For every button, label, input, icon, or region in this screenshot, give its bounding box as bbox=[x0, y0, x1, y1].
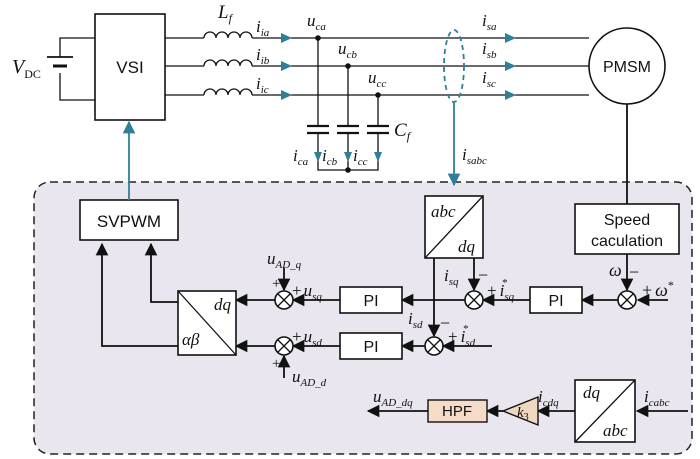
abc-dq-capacitor-transform bbox=[574, 379, 636, 443]
isdref-label: +isd* bbox=[448, 323, 476, 349]
ia-label: iia bbox=[256, 17, 270, 39]
inductor-a bbox=[203, 31, 253, 39]
omega-ref-label: +ω* bbox=[642, 278, 674, 300]
icabc-label: icabc bbox=[644, 387, 670, 409]
speed-label-1: Speed bbox=[604, 212, 650, 229]
abc-top-label: abc bbox=[431, 202, 456, 221]
ucb-label: ucb bbox=[338, 39, 357, 61]
hpf-label: HPF bbox=[442, 403, 472, 420]
svpwm-label: SVPWM bbox=[97, 212, 161, 231]
dq-alphabeta-transform bbox=[177, 290, 237, 356]
usq-label: +usq bbox=[292, 281, 322, 303]
ic-label: iic bbox=[256, 74, 269, 96]
isq-label: isq bbox=[444, 266, 459, 288]
k3-label: k3 bbox=[517, 405, 529, 423]
isc-label: isc bbox=[482, 68, 496, 90]
icc-label: icc bbox=[353, 146, 368, 168]
lf-label: Lf bbox=[217, 2, 234, 25]
inductor-b bbox=[203, 59, 253, 67]
icdq-label: icdq bbox=[538, 387, 559, 409]
dq-label: dq bbox=[214, 295, 232, 314]
dq-top-label: dq bbox=[583, 383, 601, 402]
ica-label: ica bbox=[293, 146, 309, 168]
omega-label: ω bbox=[609, 260, 622, 280]
speed-calc-block bbox=[574, 203, 680, 255]
omega-minus: − bbox=[629, 262, 639, 282]
control-region bbox=[33, 181, 693, 455]
speed-label-2: caculation bbox=[591, 233, 663, 250]
uaddq-label: uAD_dq bbox=[373, 387, 413, 409]
vsi-block bbox=[94, 13, 166, 121]
capacitor-bank bbox=[307, 35, 389, 173]
cf-label: Cf bbox=[394, 120, 412, 143]
k3-gain-block bbox=[501, 395, 539, 427]
inductor-c bbox=[203, 88, 253, 96]
isb-label: isb bbox=[482, 39, 497, 61]
pi-q-block bbox=[339, 286, 403, 314]
uadd-plus: + bbox=[272, 356, 280, 372]
abc-bottom-label: abc bbox=[603, 421, 628, 440]
isabc-label: isabc bbox=[462, 145, 487, 167]
pi-d-label: PI bbox=[363, 339, 378, 356]
isd-minus: − bbox=[440, 313, 450, 333]
ib-label: iib bbox=[256, 45, 270, 67]
pi-speed-label: PI bbox=[548, 293, 563, 310]
isd-label: isd bbox=[408, 309, 423, 331]
vsi-label: VSI bbox=[116, 58, 143, 77]
phase-arrows bbox=[281, 33, 516, 100]
pmsm-label: PMSM bbox=[603, 59, 651, 76]
pi-q-label: PI bbox=[363, 293, 378, 310]
isq-minus: − bbox=[478, 265, 488, 285]
ucc-label: ucc bbox=[368, 68, 386, 90]
isa-label: isa bbox=[482, 11, 497, 33]
vdc-label: VDC bbox=[12, 56, 41, 81]
icb-label: icb bbox=[322, 146, 338, 168]
isqref-label: +isq* bbox=[487, 277, 515, 303]
dc-source bbox=[47, 37, 95, 101]
usd-label: +usd bbox=[292, 327, 322, 349]
pi-d-block bbox=[339, 332, 403, 360]
abc-dq-transform bbox=[424, 195, 484, 259]
uadd-label: uAD_d bbox=[292, 367, 327, 389]
dq-bottom-label: dq bbox=[458, 237, 476, 256]
uadq-plus: + bbox=[272, 276, 280, 292]
uca-label: uca bbox=[307, 11, 326, 33]
uadq-label: uAD_q bbox=[267, 249, 302, 271]
alpha-beta-label: αβ bbox=[182, 330, 200, 349]
